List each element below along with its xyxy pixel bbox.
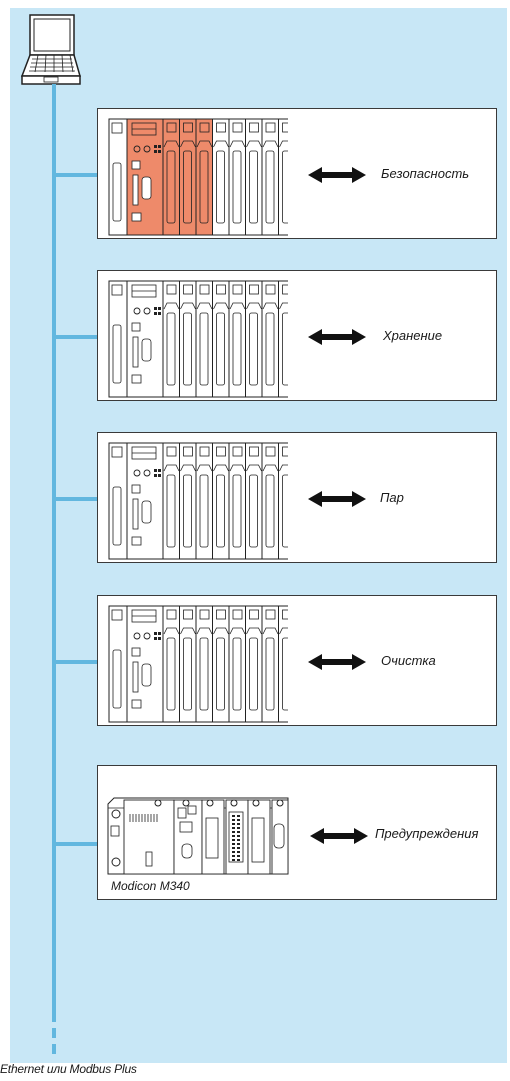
network-bus-dash	[52, 1028, 56, 1038]
network-label: Ethernet или Modbus Plus	[0, 1062, 137, 1076]
plc-rack-icon	[108, 118, 296, 236]
station-box-storage: Хранение	[97, 270, 497, 401]
network-bus-dash	[52, 1044, 56, 1054]
network-bus-line-lower	[52, 84, 56, 1022]
station-box-safety: Безопасность	[97, 108, 497, 239]
m340-plc-icon	[107, 797, 289, 875]
station-box-alarms: Modicon M340 Предупреждения	[97, 765, 497, 900]
bus-tap-steam	[52, 497, 98, 501]
bidirectional-arrow-icon	[310, 828, 368, 844]
bus-tap-storage	[52, 335, 98, 339]
plc-rack-icon	[108, 605, 296, 723]
bidirectional-arrow-icon	[308, 329, 366, 345]
station-box-cleaning: Очистка	[97, 595, 497, 726]
bus-tap-alarms	[52, 842, 98, 846]
station-box-steam: Пар	[97, 432, 497, 563]
bus-tap-safety	[52, 173, 98, 177]
bus-tap-cleaning	[52, 660, 98, 664]
station-label-steam: Пар	[380, 490, 404, 505]
station-label-cleaning: Очистка	[381, 653, 436, 668]
plc-rack-icon	[108, 442, 296, 560]
device-model-label: Modicon M340	[111, 879, 190, 893]
plc-rack-icon	[108, 280, 296, 398]
bidirectional-arrow-icon	[308, 654, 366, 670]
station-label-alarms: Предупреждения	[375, 826, 479, 841]
bidirectional-arrow-icon	[308, 491, 366, 507]
station-label-storage: Хранение	[383, 328, 443, 343]
station-label-safety: Безопасность	[381, 166, 470, 181]
bidirectional-arrow-icon	[308, 167, 366, 183]
laptop-icon	[20, 14, 81, 85]
